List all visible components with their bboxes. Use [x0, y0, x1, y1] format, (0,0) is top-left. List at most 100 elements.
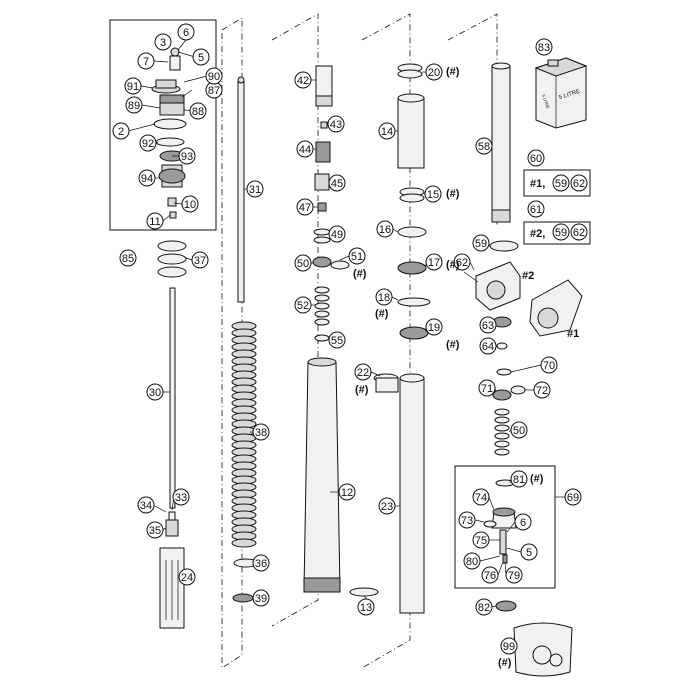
callout-31: 31 [246, 180, 264, 198]
callout-circle [425, 318, 443, 336]
leader-line [510, 364, 542, 373]
callout-number: 6 [520, 517, 526, 529]
callout-circle [472, 531, 490, 549]
callout-89: 89 [125, 96, 143, 114]
callout-circle [510, 421, 528, 439]
callout-number: 7 [143, 56, 149, 68]
callout-circle [296, 198, 314, 216]
callout-number: 89 [128, 100, 140, 112]
fork-spring [231, 321, 257, 548]
callout-number: 35 [149, 525, 161, 537]
callout-34: 34 [137, 496, 155, 514]
callout-circle [189, 102, 207, 120]
callout-circle [252, 554, 270, 572]
callout-number: 69 [567, 492, 579, 504]
callout-2: 2 [112, 122, 130, 140]
callout-38: 38 [252, 423, 270, 441]
callout-18: 18 [375, 288, 393, 306]
callout-circle [458, 511, 476, 529]
callout-circle [424, 185, 442, 203]
callout-number: 75 [475, 535, 487, 547]
callout-42: 42 [294, 71, 312, 89]
callout-number: 93 [181, 151, 193, 163]
leader-line [152, 504, 167, 513]
callout-58: 58 [475, 137, 493, 155]
callout-number: 19 [428, 322, 440, 334]
tag-label: (#) [530, 473, 544, 485]
callout-number: 61 [530, 204, 542, 216]
tag-label: (#) [446, 188, 460, 200]
callout-number: 94 [141, 173, 153, 185]
callout-10: 10 [181, 195, 199, 213]
callout-number: 12 [341, 487, 353, 499]
callout-83: 83 [535, 38, 553, 56]
callout-number: 36 [255, 558, 267, 570]
callout-52: 52 [294, 296, 312, 314]
tag-layer: (#)(#)(#)(#)(#)(#)(#)(#)(#)#2#1 [353, 66, 579, 669]
leader-line [497, 561, 504, 576]
callout-circle [192, 48, 210, 66]
callout-circle [463, 552, 481, 570]
tag-label: (#) [446, 339, 460, 351]
callout-number: 11 [149, 216, 160, 228]
callout-number: 74 [475, 492, 487, 504]
callout-number: 76 [484, 570, 496, 582]
callout-circle [481, 566, 499, 584]
callout-24: 24 [178, 568, 196, 586]
callout-number: 30 [149, 387, 161, 399]
callout-circle [475, 137, 493, 155]
callout-number: 24 [181, 572, 193, 584]
callout-circle [138, 169, 156, 187]
callout-circle [453, 253, 471, 271]
callout-22: 22 [354, 363, 372, 381]
callout-number: 72 [536, 385, 548, 397]
callout-number: 3 [160, 37, 166, 49]
callout-14: 14 [378, 122, 396, 140]
callout-number: 88 [192, 106, 204, 118]
callout-circle [527, 200, 545, 218]
callout-30: 30 [146, 383, 164, 401]
leader-line [177, 39, 187, 51]
leader-line [491, 605, 497, 608]
callout-number: 43 [330, 119, 342, 131]
callout-circle [505, 566, 523, 584]
callout-number: 50 [297, 258, 309, 270]
cartridge-assembly [303, 65, 379, 597]
callout-17: 17 [425, 253, 443, 271]
callout-circle [479, 316, 497, 334]
callout-circle [177, 23, 195, 41]
callout-number: 31 [249, 184, 261, 196]
callout-80: 80 [463, 552, 481, 570]
callout-70: 70 [540, 356, 558, 374]
callout-12: 12 [338, 483, 356, 501]
callout-circle [154, 33, 172, 51]
callout-7: 7 [137, 52, 155, 70]
callout-circle [296, 140, 314, 158]
callout-11: 11 [146, 212, 164, 230]
leader-line [185, 257, 193, 261]
callout-circle [376, 220, 394, 238]
callout-number: 55 [331, 335, 343, 347]
callout-number: 60 [530, 153, 542, 165]
callout-number: 20 [428, 67, 440, 79]
callout-35: 35 [146, 521, 164, 539]
tag-label: (#) [446, 66, 460, 78]
callout-circle [510, 470, 528, 488]
tag-label: (#) [353, 268, 367, 280]
kit-ref-62: 62 [570, 223, 588, 241]
callout-number: 73 [461, 515, 473, 527]
callout-37: 37 [191, 251, 209, 269]
leader-line [140, 85, 154, 89]
callout-47: 47 [296, 198, 314, 216]
callout-number: 92 [142, 138, 154, 150]
callout-49: 49 [328, 225, 346, 243]
callout-69: 69 [564, 488, 582, 506]
callout-number: 52 [297, 300, 309, 312]
callout-23: 23 [378, 497, 396, 515]
leader-line [469, 261, 475, 271]
grease-pouch [513, 622, 573, 677]
callout-circle [252, 589, 270, 607]
callout-6: 6 [177, 23, 195, 41]
callout-50: 50 [510, 421, 528, 439]
callout-circle [146, 383, 164, 401]
